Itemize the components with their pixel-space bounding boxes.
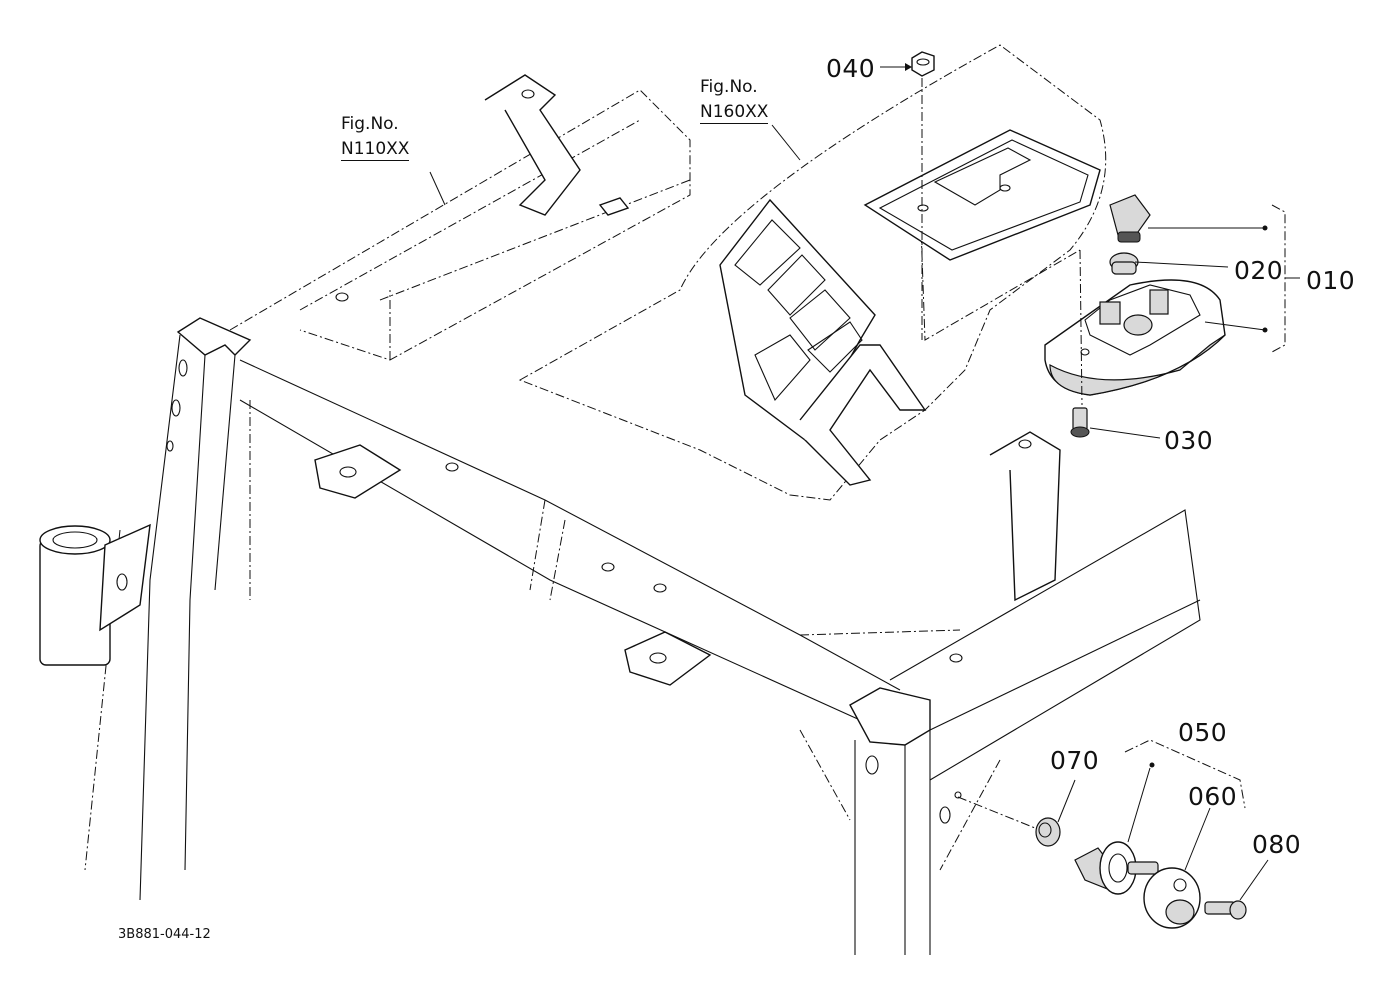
part-label-080[interactable]: 080 — [1252, 830, 1302, 859]
part-label-030[interactable]: 030 — [1164, 426, 1214, 455]
lamp-assembly-010 — [1044, 194, 1300, 439]
switch-pockets — [719, 198, 927, 486]
nut-040 — [880, 51, 935, 340]
recessed-tray — [863, 129, 1101, 261]
fig-ref-n110xx-number[interactable]: N110XX — [341, 139, 410, 161]
fig-ref-n160xx-title: Fig.No. — [700, 77, 758, 97]
part-label-010[interactable]: 010 — [1306, 266, 1356, 295]
part-label-040[interactable]: 040 — [826, 54, 876, 83]
part-label-050[interactable]: 050 — [1178, 718, 1228, 747]
switch-assembly-050 — [957, 739, 1269, 929]
dash-panel-outline — [518, 44, 1107, 501]
right-side-beam — [799, 431, 1201, 781]
right-corner-post — [799, 687, 1001, 955]
part-label-070[interactable]: 070 — [1050, 746, 1100, 775]
rear-frame-rail — [229, 74, 691, 361]
left-post — [39, 317, 252, 901]
drawing-code: 3B881-044-12 — [118, 927, 211, 942]
figure-ref-leaders — [429, 124, 801, 206]
part-label-060[interactable]: 060 — [1188, 782, 1238, 811]
fig-ref-n110xx-title: Fig.No. — [341, 114, 399, 134]
front-cross-beam — [239, 359, 901, 721]
fig-ref-n160xx-number[interactable]: N160XX — [700, 102, 769, 124]
part-label-020[interactable]: 020 — [1234, 256, 1284, 285]
